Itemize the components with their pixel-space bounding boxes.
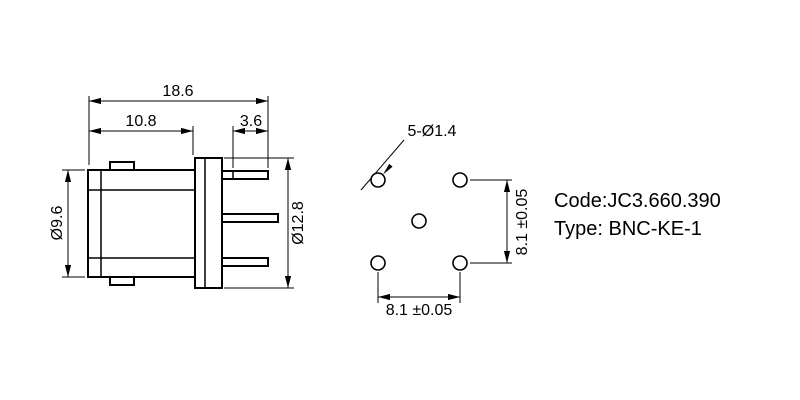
dimension-body-length: 10.8: [89, 113, 194, 155]
dimension-horizontal-pitch: 8.1 ±0.05: [377, 272, 461, 319]
bayonet-lug-bottom: [109, 276, 135, 286]
dim-label-body-length: 10.8: [125, 113, 156, 130]
part-type-text: Type: BNC-KE-1: [554, 218, 702, 240]
dimension-body-diameter: Ø9.6: [49, 169, 85, 278]
dimension-pin-length: 3.6: [232, 113, 268, 168]
hole-bottom-right: [452, 255, 468, 271]
hole-bottom-left: [370, 255, 386, 271]
hole-pattern: 5-Ø1.4 8.1 ±0.05 8.1 ±0.05: [360, 123, 531, 319]
part-info: Code:JC3.660.390 Type: BNC-KE-1: [554, 190, 721, 240]
pin-bottom: [221, 257, 269, 267]
hole-top-right: [452, 172, 468, 188]
bayonet-lug-top: [109, 161, 135, 171]
dim-label-vertical-pitch: 8.1 ±0.05: [514, 189, 531, 256]
connector-body: [87, 169, 196, 278]
pin-center: [221, 213, 279, 223]
leader-line: [360, 139, 405, 191]
dim-label-body-diameter: Ø9.6: [49, 206, 66, 241]
dim-label-flange-diameter: Ø12.8: [290, 201, 307, 245]
dim-label-total-length: 18.6: [162, 83, 193, 100]
hole-center: [411, 213, 427, 229]
dim-label-pin-length: 3.6: [240, 113, 262, 130]
side-view: [87, 157, 279, 289]
hole-top-left: [370, 172, 386, 188]
pin-top: [221, 170, 269, 180]
leader-arrowhead: [383, 163, 393, 175]
part-code-text: Code:JC3.660.390: [554, 190, 721, 212]
dimension-vertical-pitch: 8.1 ±0.05: [470, 179, 531, 264]
mounting-flange: [194, 157, 223, 289]
holes-count-label: 5-Ø1.4: [408, 123, 457, 140]
dim-label-horizontal-pitch: 8.1 ±0.05: [386, 302, 453, 319]
dimension-flange-diameter: Ø12.8: [224, 157, 307, 289]
